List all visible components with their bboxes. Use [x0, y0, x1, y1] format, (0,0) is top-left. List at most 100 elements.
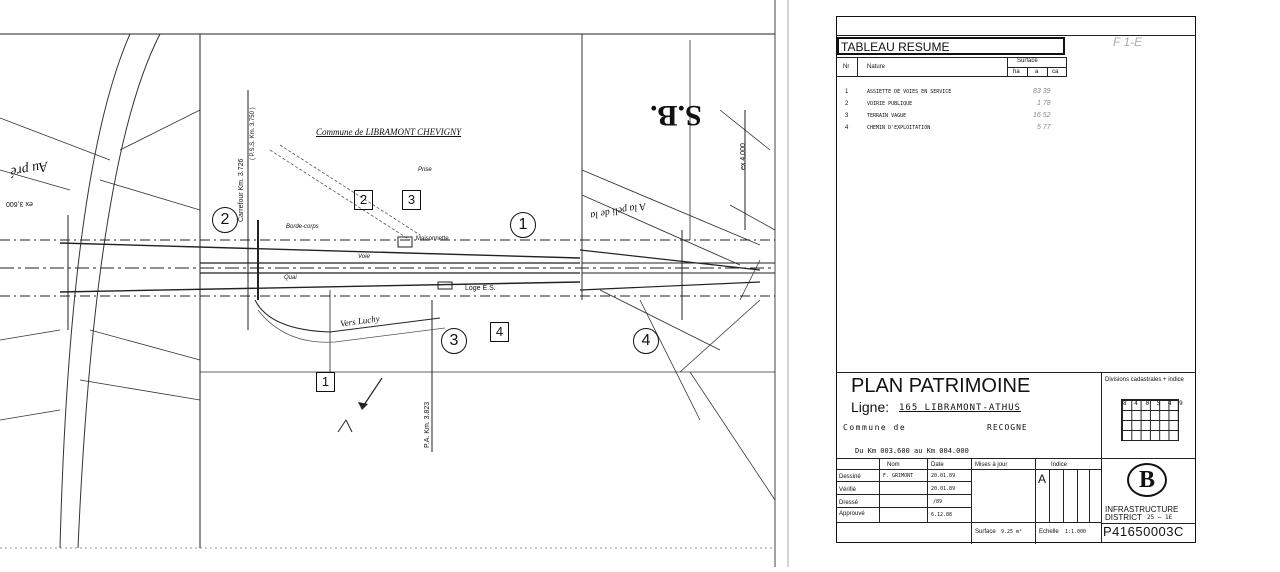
surface-value: 9.25 m²	[1001, 529, 1023, 535]
commune-value: RECOGNE	[987, 423, 1028, 432]
table-row-2-surface: 1 78	[1037, 100, 1051, 107]
table-row-4-surface: 5 77	[1037, 124, 1051, 131]
plan-number-rule	[1101, 523, 1195, 524]
col-a: a	[1035, 69, 1039, 75]
pa-km-bottom: P.A. Km. 3.823	[424, 401, 431, 448]
square-marker-3: 3	[402, 190, 421, 210]
dessine-nom: F. GRIMONT	[883, 473, 914, 479]
col-mises: Mises à jour	[975, 462, 1008, 468]
table-header-sep5	[1047, 67, 1048, 77]
sig-col-6	[1063, 469, 1064, 522]
col-nom: Nom	[887, 462, 900, 468]
sig-col-1	[879, 458, 880, 522]
col-surface: Surface	[1017, 58, 1038, 64]
echelle-value: 1:1.000	[1065, 529, 1087, 535]
km-right: ex 4,000	[740, 143, 747, 170]
table-title: TABLEAU RESUME	[841, 40, 950, 54]
table-row-3-nr: 3	[845, 113, 849, 119]
circle-marker-1: 1	[510, 212, 536, 238]
label-quai: Quai	[284, 275, 297, 281]
col-indice: Indice	[1051, 462, 1068, 468]
label-maisonnette: Maisonnette	[416, 236, 449, 242]
survey-plan: Commune de LIBRAMONT CHEVIGNY S.B. Au pr…	[0, 0, 789, 567]
titleblock-top-rule	[837, 372, 1195, 373]
verifie-date: 20.01.89	[931, 486, 956, 492]
title-sheet: TABLEAU RESUME F 1-E Nr Nature Surface h…	[836, 16, 1196, 544]
ligne-label: Ligne:	[851, 399, 890, 415]
sig-row-2	[837, 494, 972, 495]
dessine-date: 20.01.89	[931, 473, 956, 479]
sig-row-head	[837, 469, 1102, 470]
sheet-top-rule	[837, 35, 1195, 36]
km-range: Du Km 003.600 au Km 004.000	[855, 447, 969, 455]
table-row-4-nature: CHEMIN D'EXPLOITATION	[867, 125, 931, 131]
label-loge: Loge E.S.	[465, 285, 496, 292]
label-prise: Prise	[418, 167, 432, 173]
plan-number: P41650003C	[1103, 524, 1184, 539]
table-row-1-surface: 83 39	[1033, 88, 1051, 95]
square-marker-2: 2	[354, 190, 373, 210]
circle-marker-2: 2	[212, 207, 238, 233]
titleblock-vrule	[1101, 372, 1102, 542]
col-ha: ha	[1013, 69, 1020, 75]
table-row-1-nature: ASSIETTE DE VOIES EN SERVICE	[867, 89, 952, 95]
titleblock-mid-rule	[837, 458, 1102, 459]
circle-marker-3: 3	[441, 328, 467, 354]
table-header-sep4	[1027, 67, 1028, 77]
row-dresse: Dressé	[839, 500, 859, 506]
dresse-date: /89	[933, 499, 943, 505]
sig-col-7	[1077, 469, 1078, 522]
commune-title-label: Commune de	[843, 423, 907, 432]
infra-line2: DISTRICT	[1105, 513, 1142, 522]
table-row-1-nr: 1	[845, 89, 849, 95]
col-date: Date	[931, 462, 944, 468]
col-nature: Nature	[867, 64, 886, 70]
square-marker-4: 4	[490, 322, 509, 342]
ligne-value: 165 LIBRAMONT-ATHUS	[899, 403, 1021, 413]
row-dessine: Dessiné	[839, 474, 861, 480]
plan-title: PLAN PATRIMOINE	[851, 375, 1031, 397]
table-row-2-nr: 2	[845, 101, 849, 107]
surface-label: Surface	[975, 529, 996, 535]
table-row-3-nature: TERRAIN VAGUE	[867, 113, 907, 119]
corner-note: F 1-E	[1113, 35, 1143, 49]
label-bordecorps: Borde-corps	[286, 224, 319, 230]
titleblock-right-rule	[1101, 458, 1195, 459]
district-value: 25 — 1E	[1147, 514, 1173, 521]
commune-label: Commune de LIBRAMONT CHEVIGNY	[316, 127, 462, 137]
table-row-4-nr: 4	[845, 125, 849, 131]
sig-row-1	[837, 481, 972, 482]
circle-marker-4: 4	[633, 328, 659, 354]
label-voies: Voie	[358, 254, 370, 260]
table-row-3-surface: 16 52	[1033, 112, 1051, 119]
sig-col-8	[1089, 469, 1090, 522]
divisions-code: 8 4 0 5 4 9	[1123, 400, 1185, 407]
col-ca: ca	[1052, 69, 1059, 75]
row-approuve: Approuvé	[839, 511, 865, 517]
sig-row-3	[837, 507, 972, 508]
sig-col-5	[1049, 469, 1050, 522]
divisions-grid	[1121, 399, 1179, 441]
logo-letter: B	[1138, 467, 1155, 493]
table-row-2-nature: VOIRIE PUBLIQUE	[867, 101, 913, 107]
km-left: ex 3,600	[6, 200, 33, 207]
row-verifie: Vérifié	[839, 487, 857, 493]
echelle-label: Echelle	[1039, 529, 1059, 535]
plan-drawing	[0, 0, 789, 567]
divisions-title: Divisions cadastrales + indice	[1105, 377, 1184, 383]
table-header-sep	[857, 57, 858, 77]
indice-value: A	[1038, 472, 1047, 486]
stamp-text: S.B.	[650, 99, 702, 132]
sig-col-2	[927, 458, 928, 522]
approuve-date: 6.12.88	[931, 512, 953, 518]
sig-col-4	[1035, 458, 1036, 544]
pa-km-top: Carrefour Km. 3.726	[238, 158, 245, 222]
square-marker-1: 1	[316, 372, 335, 392]
infra-line1: INFRASTRUCTURE	[1105, 505, 1179, 514]
table-title-box: TABLEAU RESUME	[837, 37, 1065, 55]
table-header-sep3	[1007, 67, 1067, 68]
sig-row-4	[837, 522, 1102, 523]
ps-km: ( P.S.S. Km. 3.750 )	[250, 107, 256, 160]
sig-col-3	[971, 458, 972, 544]
col-nr: Nr	[843, 64, 850, 70]
